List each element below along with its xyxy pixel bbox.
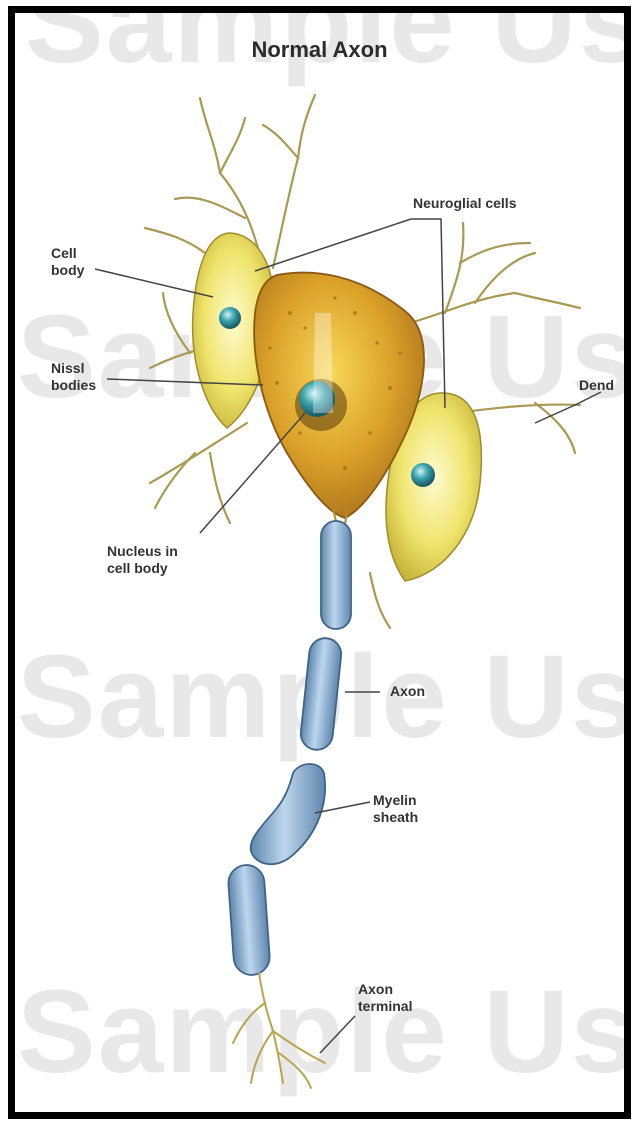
label-cell-body: Cell body	[51, 245, 84, 279]
label-axon: Axon	[390, 683, 425, 700]
glial-nucleus	[411, 463, 435, 487]
label-dendrites: Dend	[579, 377, 614, 394]
label-myelin-sheath: Myelin sheath	[373, 792, 418, 826]
label-nucleus-in-cell-body: Nucleus in cell body	[107, 543, 178, 577]
figure-frame: Sample Use Sample Use Sample Use Sample …	[8, 6, 631, 1119]
label-nissl-bodies: Nissl bodies	[51, 360, 96, 394]
glial-nucleus	[219, 307, 241, 329]
label-neuroglial-cells: Neuroglial cells	[413, 195, 516, 212]
myelin-sheath	[227, 521, 351, 976]
axon-terminal	[233, 973, 325, 1088]
label-axon-terminal: Axon terminal	[358, 981, 412, 1015]
